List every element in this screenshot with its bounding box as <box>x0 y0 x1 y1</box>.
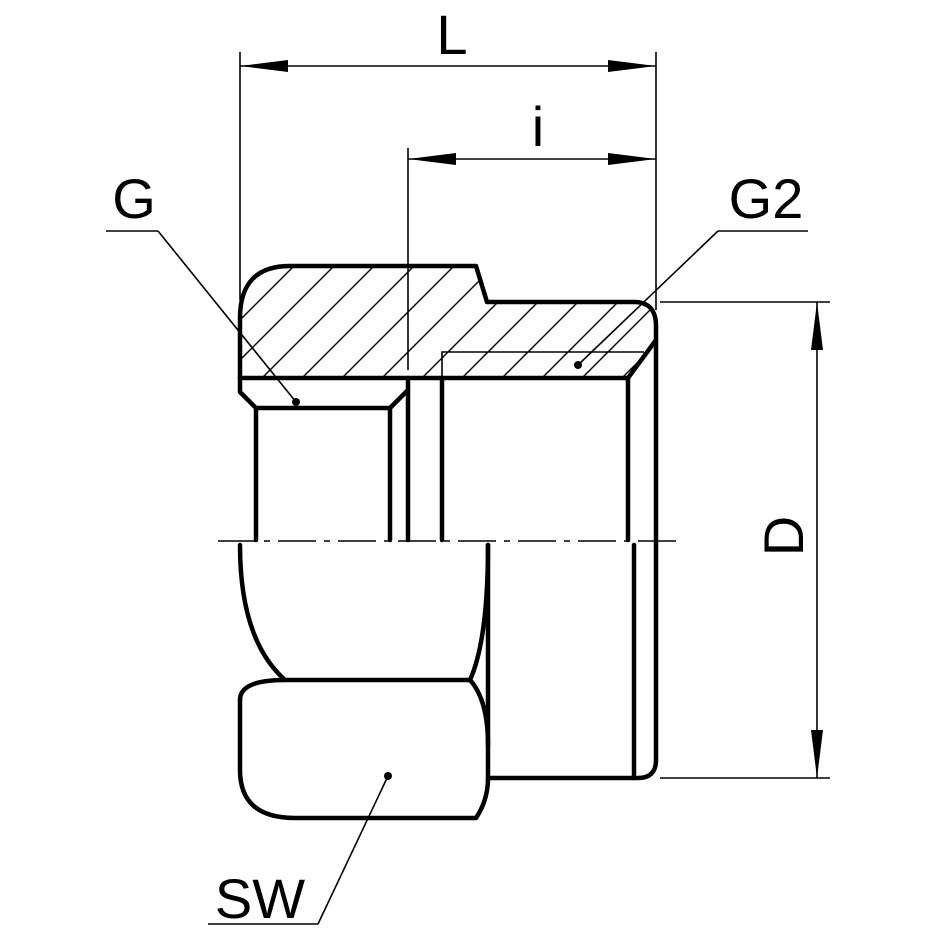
label-L: L <box>436 3 467 66</box>
label-i: i <box>532 95 544 158</box>
label-G: G <box>112 167 156 230</box>
dimension-i: i <box>407 95 656 370</box>
leader-SW: SW <box>208 772 392 930</box>
dimension-L: L <box>239 3 657 310</box>
label-D: D <box>752 516 815 556</box>
leader-G2: G2 <box>574 167 808 369</box>
leader-G: G <box>106 167 300 406</box>
section-hatching <box>240 266 656 378</box>
label-SW: SW <box>215 867 305 930</box>
label-G2: G2 <box>729 167 804 230</box>
dimension-D: D <box>660 301 830 779</box>
fitting-outline <box>237 263 659 821</box>
